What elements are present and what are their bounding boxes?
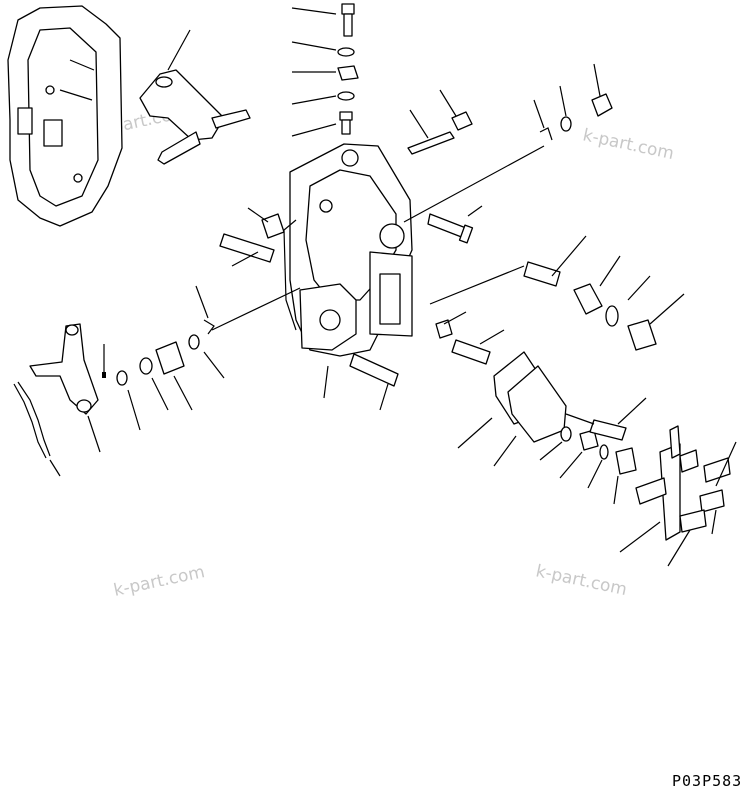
bushing-parts [573, 255, 685, 351]
lower-lever-part [13, 323, 106, 477]
watermark-3: k-part.com [112, 562, 207, 601]
lower-bolts-part [323, 311, 505, 411]
watermark-2: k-part.com [581, 125, 676, 164]
drawing-code: P03P583 [672, 772, 742, 790]
washer-seal-parts [116, 285, 301, 431]
lever-arm-part [139, 29, 251, 165]
cover-plate-part [457, 351, 647, 505]
pump-body-part [283, 143, 413, 357]
watermark-4: k-part.com [534, 561, 629, 600]
governor-case-part [7, 5, 123, 227]
right-bracket-part [619, 425, 737, 567]
bolt-stack-part [291, 3, 359, 137]
long-bolt-part [219, 207, 285, 267]
side-bolts-part [427, 205, 587, 305]
pin-and-plug-parts [403, 63, 613, 223]
